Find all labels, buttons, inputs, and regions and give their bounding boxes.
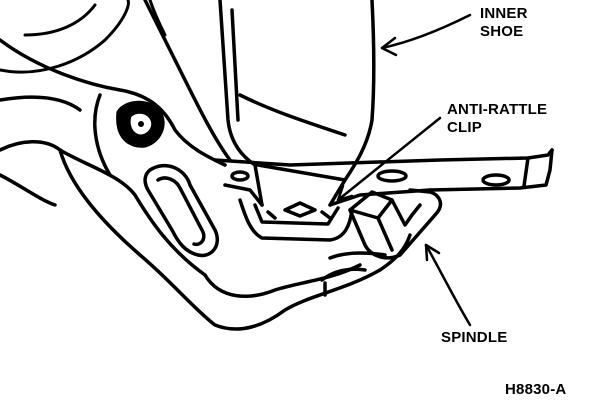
- figure-code: H8830-A: [505, 381, 567, 398]
- leader-anti-rattle-clip: [336, 116, 442, 202]
- label-spindle: SPINDLE: [441, 329, 508, 346]
- anti-rattle-clip: [238, 198, 354, 242]
- housing-arc: [0, 0, 167, 74]
- caliper-housing: [0, 0, 412, 331]
- label-inner-shoe-line1: INNER: [480, 5, 528, 22]
- inner-shoe: [218, 0, 376, 207]
- label-anti-rattle-line1: ANTI-RATTLE: [447, 101, 548, 118]
- label-inner-shoe-line2: SHOE: [480, 23, 524, 40]
- spindle-knuckle: [320, 188, 443, 297]
- bolt-head: [116, 100, 165, 148]
- leader-inner-shoe: [380, 13, 472, 57]
- housing-slot: [143, 163, 220, 258]
- leader-spindle: [424, 243, 472, 327]
- label-anti-rattle-line2: CLIP: [447, 119, 482, 136]
- spindle-plate: [213, 148, 554, 207]
